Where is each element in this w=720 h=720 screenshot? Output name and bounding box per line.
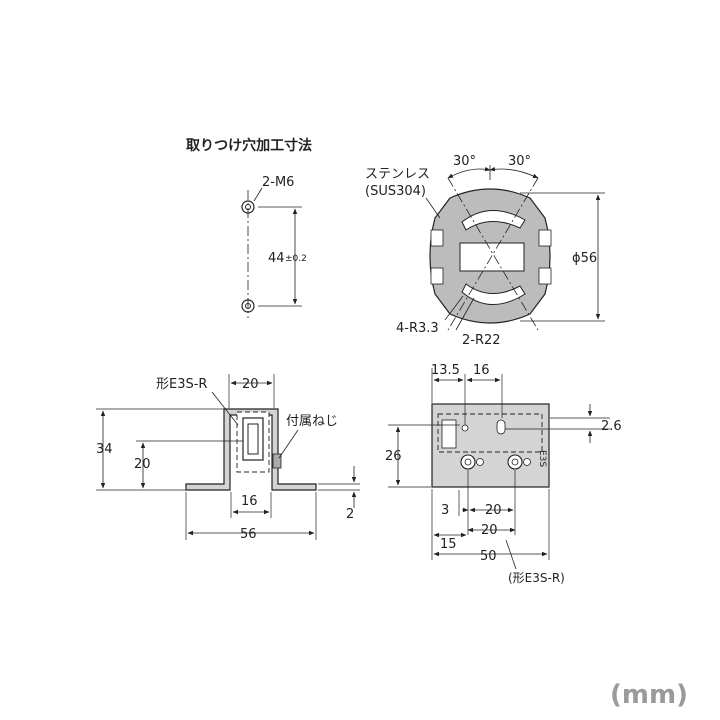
dim-13-5: 13.5 — [431, 363, 460, 378]
material-code: (SUS304) — [365, 184, 426, 199]
unit-label: (mm) — [610, 680, 688, 710]
height-mid: 20 — [134, 457, 151, 472]
material-label: ステンレス — [365, 167, 430, 182]
hole-top — [241, 200, 255, 214]
bracket-top-view: E3S 13.5 16 2.6 26 3 20 20 15 50 (形E3S-R… — [385, 363, 622, 585]
inner-width: 16 — [241, 494, 258, 509]
dim-15: 15 — [440, 537, 457, 552]
center-slot — [459, 242, 525, 272]
drawing-title: 取りつけ穴加工寸法 — [186, 137, 312, 154]
angle-right: 30° — [508, 154, 531, 169]
mount-hole-left — [460, 454, 476, 470]
screw-head — [272, 453, 282, 469]
mount-hole-right — [507, 454, 523, 470]
hole-bottom — [241, 299, 255, 313]
dim-26: 26 — [385, 449, 402, 464]
svg-text:E3S: E3S — [537, 450, 547, 467]
top-width: 20 — [242, 377, 259, 392]
radius-small-label: 4-R3.3 — [396, 321, 439, 336]
height-total: 34 — [96, 442, 113, 457]
angle-left: 30° — [453, 154, 476, 169]
pitch-tolerance: ±0.2 — [285, 254, 307, 264]
bracket-front-view: 30° 30° ステンレス (SUS304) ϕ56 4-R3.3 2-R22 — [365, 154, 605, 348]
pitch-value: 44 — [268, 251, 285, 266]
radius-large-label: 2-R22 — [462, 333, 501, 348]
dim-50: 50 — [480, 549, 497, 564]
sensor-label: 形E3S-R — [156, 377, 207, 392]
base-width: 56 — [240, 527, 257, 542]
dim-2-6: 2.6 — [601, 419, 622, 434]
dim-20-upper: 20 — [485, 503, 502, 518]
dim-16: 16 — [473, 363, 490, 378]
screw-label: 付属ねじ — [286, 414, 338, 429]
dim-3: 3 — [441, 503, 449, 518]
thread-label: 2-M6 — [262, 175, 294, 190]
bracket-side-view: 20 形E3S-R 付属ねじ 34 20 16 2 56 — [96, 374, 360, 542]
mounting-hole-view: 2-M6 44 ±0.2 — [241, 175, 307, 318]
diameter-label: ϕ56 — [572, 251, 597, 266]
dim-20-lower: 20 — [481, 523, 498, 538]
thickness: 2 — [346, 507, 354, 522]
sensor-ref: (形E3S-R) — [508, 571, 565, 585]
